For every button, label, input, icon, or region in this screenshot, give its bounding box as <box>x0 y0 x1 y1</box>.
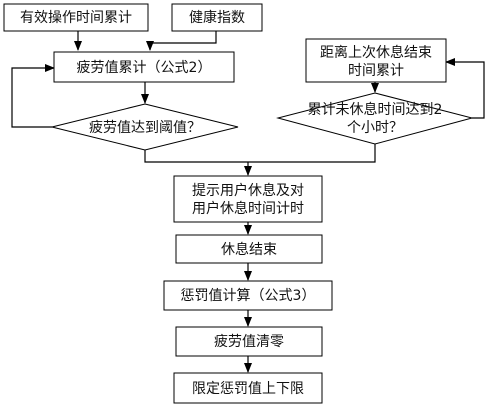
node-time-since-rest-label: 距离上次休息结束时间累计 <box>320 44 432 79</box>
node-prompt-rest: 提示用户休息及对用户休息时间计时 <box>173 175 323 223</box>
node-fatigue-threshold-label: 疲劳值达到阈值？ <box>89 119 201 136</box>
node-label-line: 累计未休息时间达到2 <box>308 101 443 118</box>
edge-health-to-accumulate <box>146 31 217 51</box>
node-fatigue-reset: 疲劳值清零 <box>175 326 323 357</box>
node-label-line: 个小时？ <box>347 120 403 136</box>
node-health-index: 健康指数 <box>171 3 263 32</box>
node-label-line: 提示用户休息及对 <box>192 182 304 199</box>
node-label-line: 用户休息时间计时 <box>192 200 304 217</box>
node-time-since-rest: 距离上次休息结束时间累计 <box>305 38 447 83</box>
node-penalty-calc-label: 惩罚值计算（公式3） <box>181 288 316 304</box>
node-label-line: 时间累计 <box>348 63 404 79</box>
node-label-line: 有效操作时间累计 <box>20 10 132 26</box>
node-label-line: 限定惩罚值上下限 <box>192 381 304 397</box>
node-effective-time-label: 有效操作时间累计 <box>20 10 132 26</box>
node-fatigue-accumulate-label: 疲劳值累计（公式2） <box>77 59 212 76</box>
node-label-line: 疲劳值达到阈值？ <box>89 119 201 136</box>
node-rest-end-label: 休息结束 <box>221 241 277 258</box>
edges <box>11 31 485 373</box>
edge-check-loop <box>445 58 485 119</box>
node-prompt-rest-label: 提示用户休息及对用户休息时间计时 <box>192 182 304 217</box>
edge-threshold-loop <box>11 64 55 128</box>
node-health-index-label: 健康指数 <box>189 9 245 26</box>
node-penalty-limit-label: 限定惩罚值上下限 <box>192 381 304 397</box>
node-penalty-calc: 惩罚值计算（公式3） <box>163 280 333 311</box>
node-rest-end: 休息结束 <box>175 234 323 264</box>
node-fatigue-reset-label: 疲劳值清零 <box>214 333 284 350</box>
node-label-line: 疲劳值累计（公式2） <box>77 59 212 76</box>
node-two-hours-check: 累计未休息时间达到2 个小时？ <box>276 92 474 145</box>
node-penalty-limit: 限定惩罚值上下限 <box>173 372 323 404</box>
node-two-hours-check-label: 累计未休息时间达到2 个小时？ <box>308 101 443 136</box>
node-fatigue-accumulate: 疲劳值累计（公式2） <box>53 51 235 83</box>
node-effective-time: 有效操作时间累计 <box>3 3 149 32</box>
node-fatigue-threshold: 疲劳值达到阈值？ <box>51 103 239 151</box>
node-label-line: 健康指数 <box>189 9 245 26</box>
node-label-line: 惩罚值计算（公式3） <box>181 288 316 304</box>
node-label-line: 休息结束 <box>221 241 277 258</box>
node-label-line: 距离上次休息结束 <box>320 44 432 61</box>
edge-threshold-down <box>144 144 376 163</box>
node-label-line: 疲劳值清零 <box>214 333 284 350</box>
